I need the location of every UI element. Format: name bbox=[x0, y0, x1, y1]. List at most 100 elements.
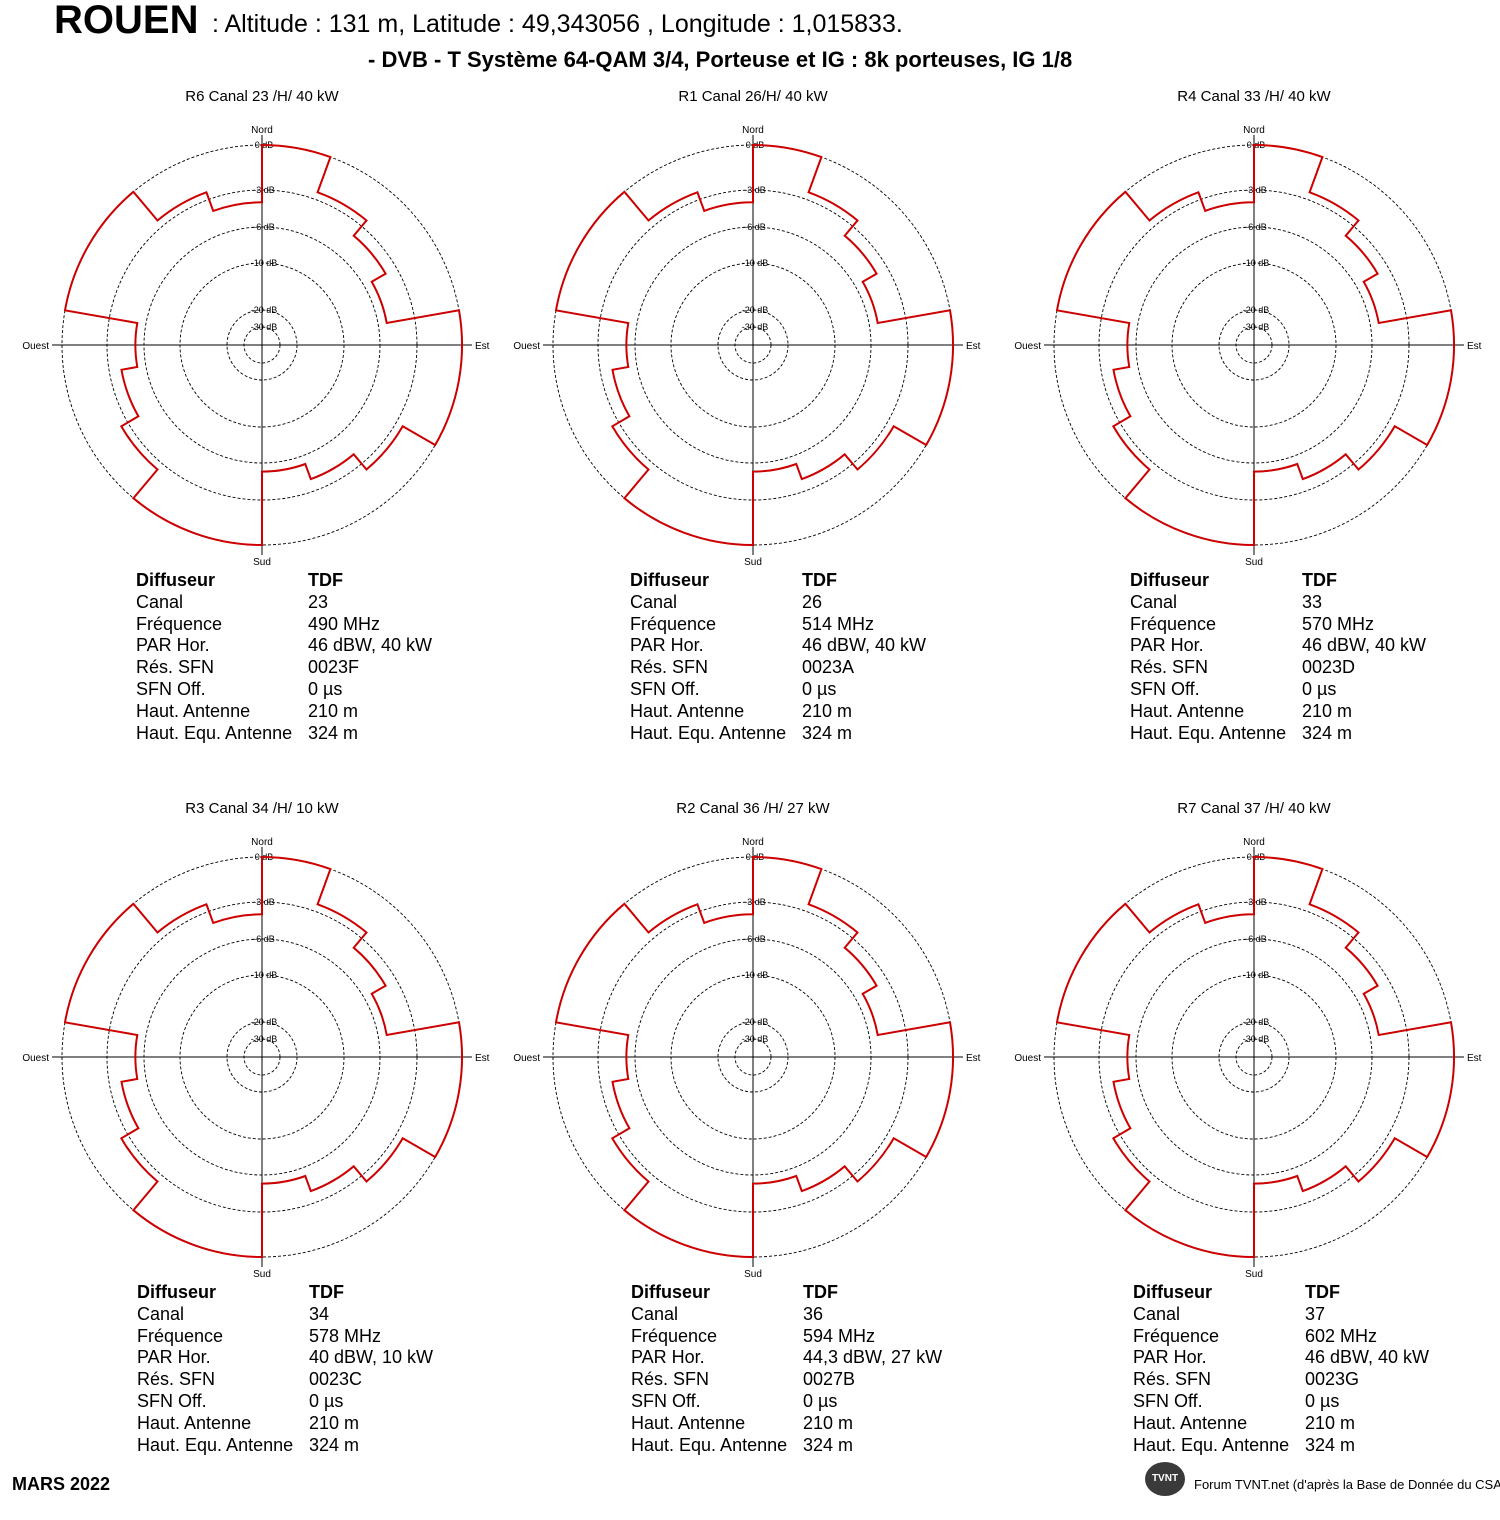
label-nord: Nord bbox=[1243, 125, 1265, 136]
ring-label: -3 dB bbox=[253, 185, 275, 195]
label-est: Est bbox=[1467, 1053, 1482, 1064]
info-value: 324 m bbox=[802, 722, 853, 743]
ring-label: -3 dB bbox=[744, 897, 766, 907]
info-value: 0 µs bbox=[1305, 1390, 1340, 1411]
info-key: SFN Off. bbox=[1133, 1390, 1203, 1411]
info-value: TDF bbox=[308, 570, 343, 590]
info-value: 324 m bbox=[803, 1434, 854, 1455]
info-key: Haut. Antenne bbox=[136, 700, 251, 721]
site-coordinates: : Altitude : 131 m, Latitude : 49,343056… bbox=[212, 10, 903, 38]
ring-label: -10 dB bbox=[1243, 258, 1270, 268]
info-value: 37 bbox=[1305, 1303, 1326, 1324]
info-key: PAR Hor. bbox=[630, 635, 704, 656]
info-key: Fréquence bbox=[630, 613, 717, 634]
info-key: Haut. Antenne bbox=[631, 1412, 746, 1433]
info-value: 36 bbox=[803, 1303, 824, 1324]
info-key: Canal bbox=[631, 1303, 679, 1324]
ring-label: -20 dB bbox=[251, 305, 278, 315]
ring-label: -10 dB bbox=[1243, 970, 1270, 980]
ring-label: -30 dB bbox=[1243, 1034, 1270, 1044]
polar-diagram: 0 dB-3 dB-6 dB-10 dB-20 dB-30 dBNordSudE… bbox=[1014, 837, 1482, 1280]
info-row: PAR Hor.46 dBW, 40 kW bbox=[1130, 635, 1426, 657]
ring-label: -20 dB bbox=[742, 305, 769, 315]
info-row: SFN Off.0 µs bbox=[631, 1391, 942, 1413]
ring-label: -30 dB bbox=[1243, 322, 1270, 332]
info-value: 210 m bbox=[1302, 700, 1353, 721]
info-row: Canal 36 bbox=[631, 1304, 942, 1326]
label-nord: Nord bbox=[251, 125, 273, 136]
info-key: Diffuseur bbox=[630, 570, 710, 590]
info-key: Rés. SFN bbox=[1130, 657, 1209, 678]
info-row: PAR Hor.46 dBW, 40 kW bbox=[1133, 1347, 1429, 1369]
city-title: ROUEN bbox=[54, 0, 199, 42]
info-value: 210 m bbox=[803, 1412, 854, 1433]
ring-label: -30 dB bbox=[742, 322, 769, 332]
label-est: Est bbox=[475, 341, 490, 352]
info-row: Haut. Antenne 210 m bbox=[631, 1413, 942, 1435]
info-key: Diffuseur bbox=[137, 1282, 217, 1302]
ring-label: -6 dB bbox=[253, 222, 275, 232]
label-sud: Sud bbox=[253, 557, 271, 568]
info-key: Canal bbox=[630, 591, 678, 612]
ring-label: -6 dB bbox=[744, 222, 766, 232]
info-value: 602 MHz bbox=[1305, 1325, 1378, 1346]
info-row: SFN Off.0 µs bbox=[136, 679, 432, 701]
info-value: 0027B bbox=[803, 1369, 856, 1390]
ring-label: -10 dB bbox=[251, 258, 278, 268]
label-ouest: Ouest bbox=[1014, 341, 1041, 352]
info-value: TDF bbox=[802, 570, 837, 590]
info-key: PAR Hor. bbox=[1130, 635, 1204, 656]
panel-title: R3 Canal 34 /H/ 10 kW bbox=[185, 800, 339, 817]
info-key: Diffuseur bbox=[136, 570, 216, 590]
info-value: 570 MHz bbox=[1302, 613, 1375, 634]
info-value: 46 dBW, 40 kW bbox=[1305, 1347, 1430, 1368]
ring-label: -10 dB bbox=[742, 258, 769, 268]
label-est: Est bbox=[966, 1053, 981, 1064]
system-description: - DVB - T Système 64-QAM 3/4, Porteuse e… bbox=[368, 47, 1073, 72]
label-est: Est bbox=[1467, 341, 1482, 352]
info-key: SFN Off. bbox=[630, 678, 700, 699]
info-row: SFN Off. 0 µs bbox=[1133, 1391, 1429, 1413]
label-sud: Sud bbox=[744, 1269, 762, 1280]
ring-label: -3 dB bbox=[1245, 897, 1267, 907]
label-nord: Nord bbox=[1243, 837, 1265, 848]
label-nord: Nord bbox=[742, 125, 764, 136]
ring-label: -30 dB bbox=[742, 1034, 769, 1044]
label-nord: Nord bbox=[742, 837, 764, 848]
info-key: Rés. SFN bbox=[137, 1369, 216, 1390]
info-key: PAR Hor. bbox=[137, 1347, 211, 1368]
info-value: 0023F bbox=[308, 657, 360, 678]
info-key: SFN Off. bbox=[1130, 678, 1200, 699]
info-value: 490 MHz bbox=[308, 613, 381, 634]
info-row: PAR Hor. 46 dBW, 40 kW bbox=[630, 635, 926, 657]
info-value: 46 dBW, 40 kW bbox=[802, 635, 927, 656]
info-value: TDF bbox=[1305, 1282, 1340, 1302]
ring-label: -6 dB bbox=[744, 934, 766, 944]
info-value: 210 m bbox=[309, 1412, 360, 1433]
info-value: 210 m bbox=[1305, 1412, 1356, 1433]
info-value: 578 MHz bbox=[309, 1325, 382, 1346]
label-sud: Sud bbox=[1245, 557, 1263, 568]
